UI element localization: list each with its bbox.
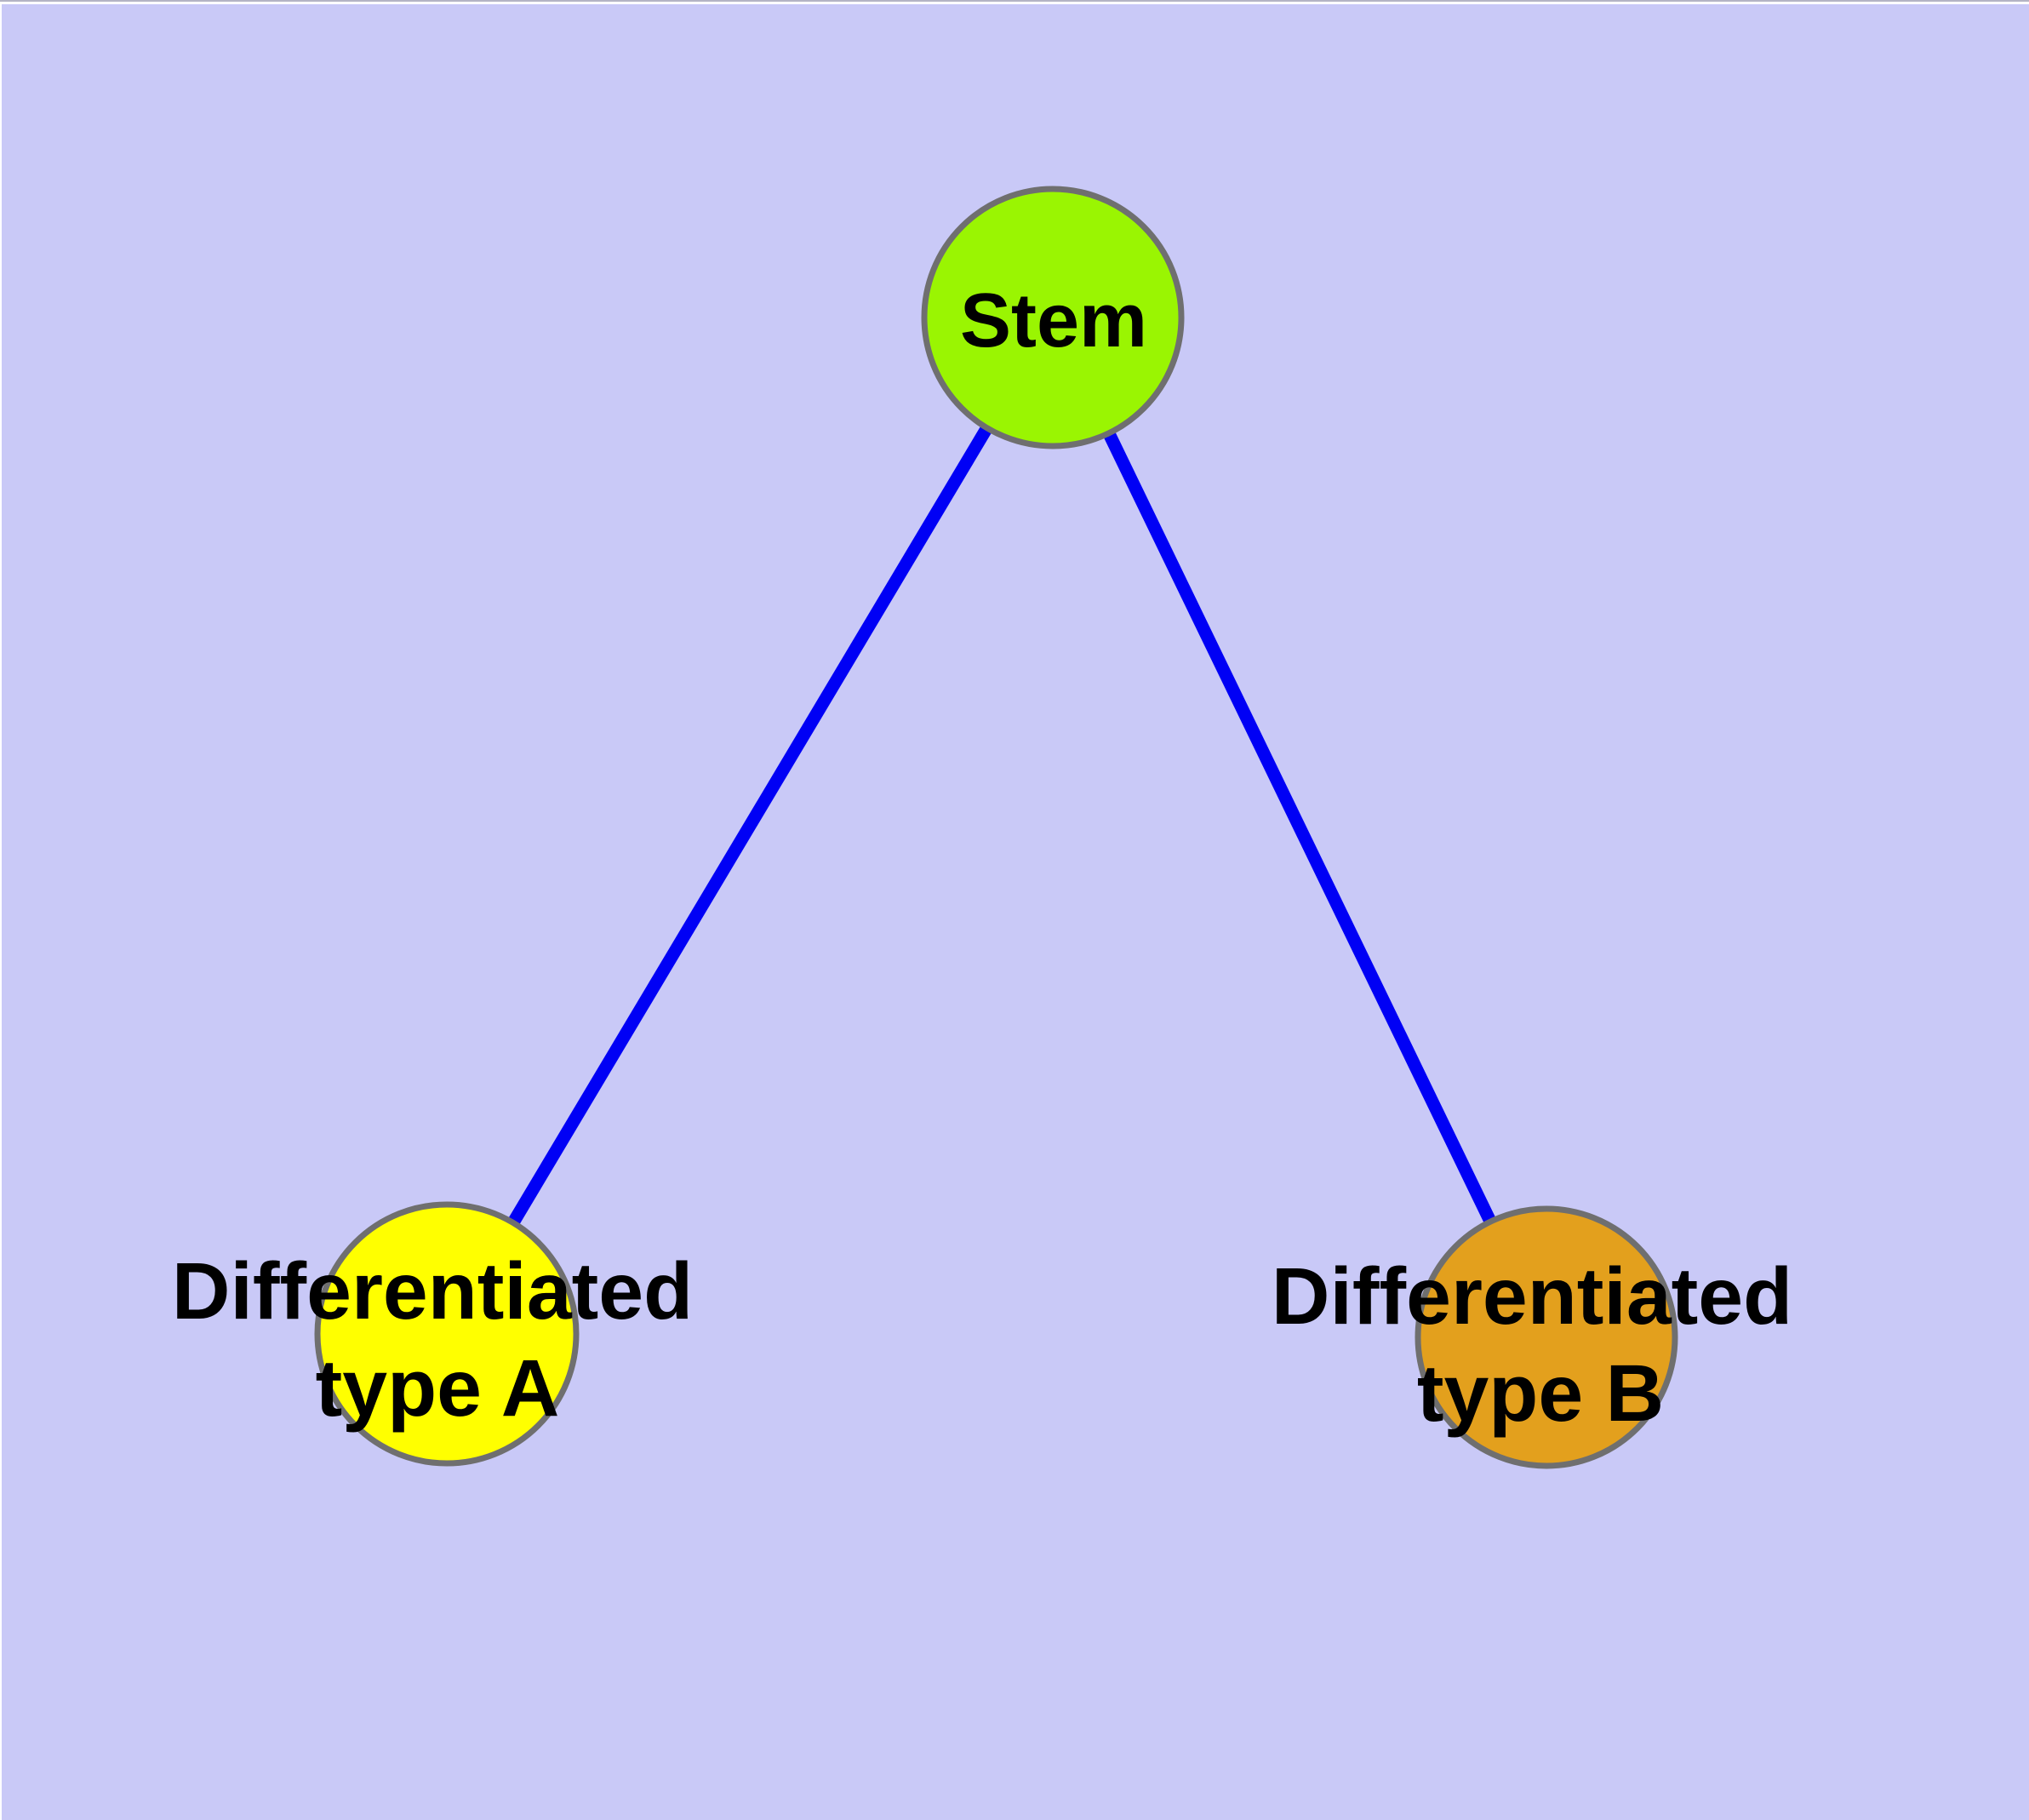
node-type-b-label-line1: Differentiated	[1272, 1251, 1792, 1342]
edge-stem-to-type-a	[441, 314, 1059, 1337]
node-type-b-label-line2: type B	[1417, 1348, 1664, 1439]
window-top-border	[0, 0, 2029, 2]
edge-stem-to-type-b	[1047, 314, 1552, 1341]
node-stem[interactable]	[921, 186, 1185, 449]
node-type-a-label-line1: Differentiated	[172, 1246, 693, 1336]
node-stem-label: Stem	[960, 278, 1147, 363]
node-differentiated-type-a[interactable]	[314, 1201, 580, 1467]
node-differentiated-type-b[interactable]	[1415, 1205, 1678, 1469]
node-type-a-label-line2: type A	[316, 1343, 560, 1434]
